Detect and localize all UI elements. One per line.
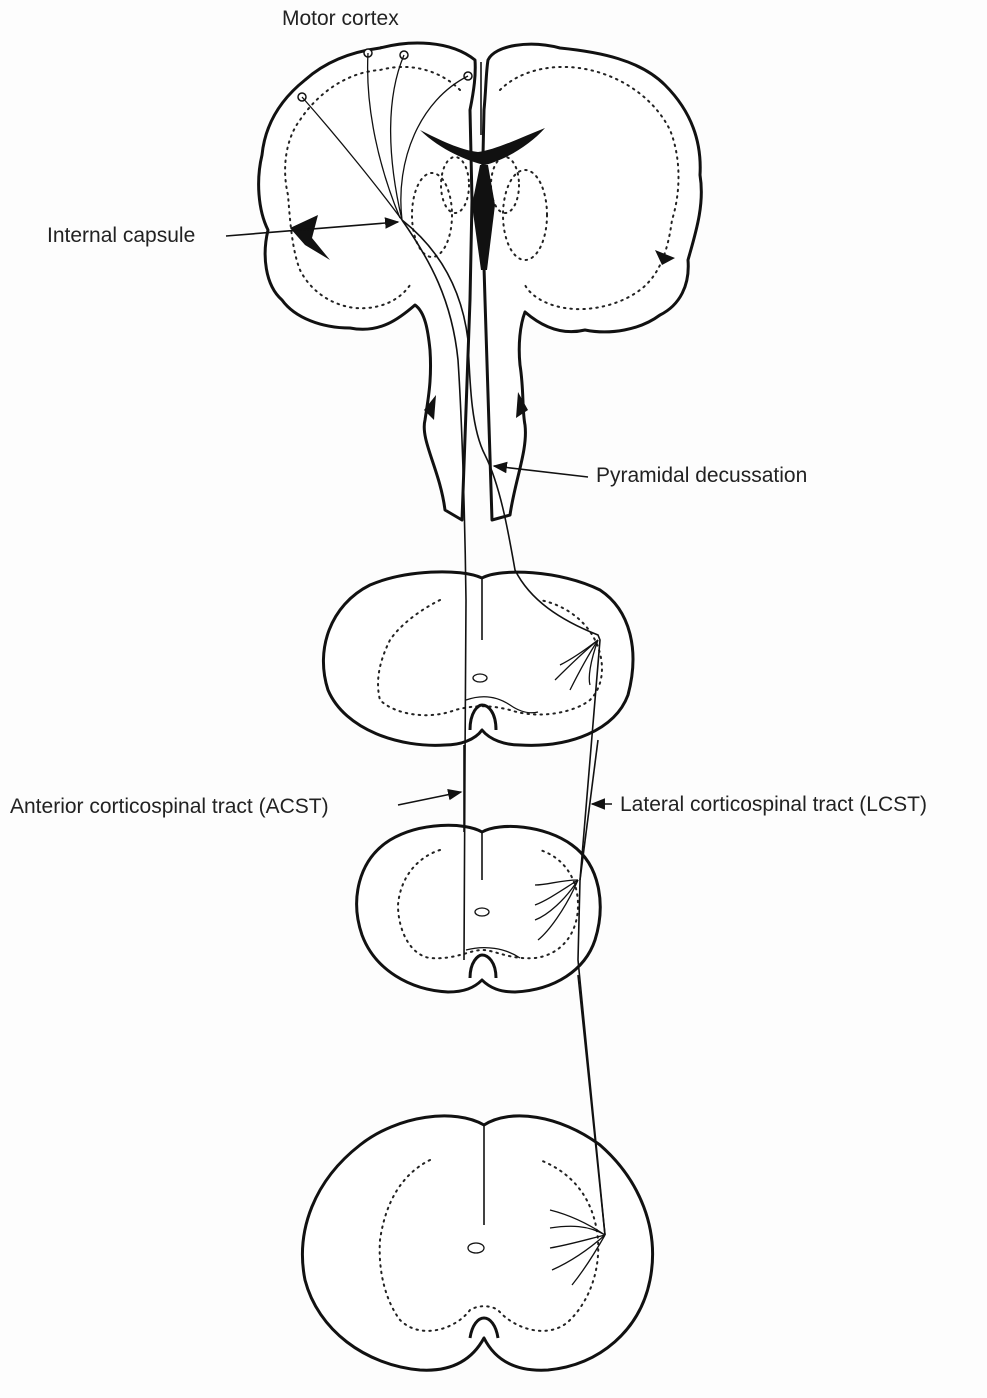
lcst-label: Lateral corticospinal tract (LCST) xyxy=(620,794,927,815)
brain-coronal-section xyxy=(259,43,702,520)
acst-arrow xyxy=(398,792,461,805)
acst-label: Anterior corticospinal tract (ACST) xyxy=(10,796,329,817)
internal-capsule-label: Internal capsule xyxy=(47,225,195,246)
lcst-mid-segment xyxy=(580,740,598,880)
pyramidal-decussation-label: Pyramidal decussation xyxy=(596,465,807,486)
motor-cortex-label: Motor cortex xyxy=(282,8,399,29)
left-hemisphere xyxy=(259,43,476,520)
right-hemisphere xyxy=(482,44,701,520)
